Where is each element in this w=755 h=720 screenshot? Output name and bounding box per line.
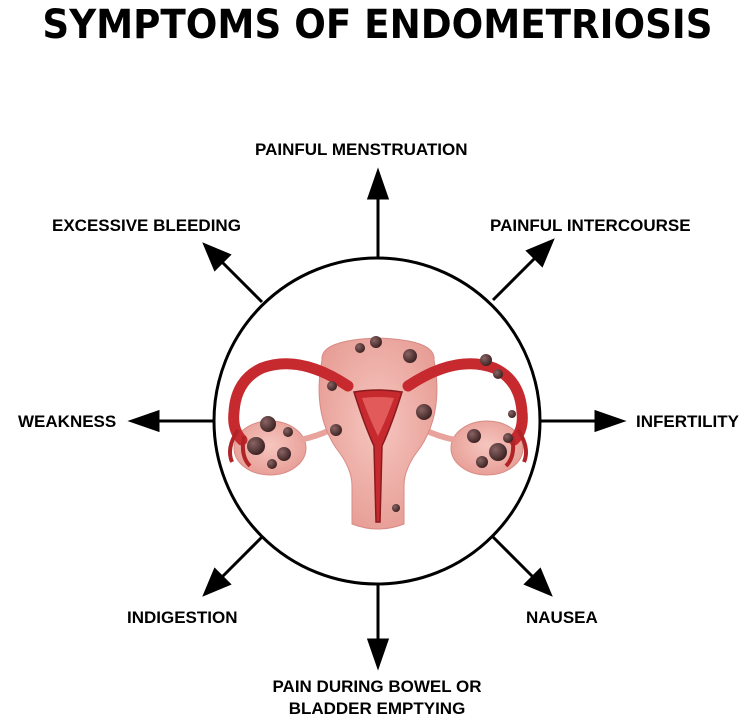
label-infertility: INFERTILITY [636,412,739,431]
label-painful-intercourse: PAINFUL INTERCOURSE [490,216,691,235]
page-title: SYMPTOMS OF ENDOMETRIOSIS [42,2,713,48]
arrow-up-icon [366,167,390,258]
arrow-down-icon [366,582,390,671]
uterus-illustration [228,336,528,530]
arrow-down-left-icon [202,535,264,597]
label-painful-menstruation: PAINFUL MENSTRUATION [255,140,468,159]
label-nausea: NAUSEA [526,608,598,627]
arrow-left-icon [127,409,216,433]
arrow-up-right-icon [491,238,555,302]
arrow-up-left-icon [202,242,264,304]
arrow-right-icon [538,409,627,433]
label-bottom-line-1: PAIN DURING BOWEL OR [272,677,482,696]
label-excessive-bleeding: EXCESSIVE BLEEDING [52,216,241,235]
label-pain-during-bowel-or-bladder-emptying: PAIN DURING BOWEL OR BLADDER EMPTYING [262,676,492,720]
label-bottom-line-2: BLADDER EMPTYING [288,699,466,718]
arrow-down-right-icon [491,535,553,597]
label-indigestion: INDIGESTION [127,608,238,627]
label-weakness: WEAKNESS [18,412,117,431]
